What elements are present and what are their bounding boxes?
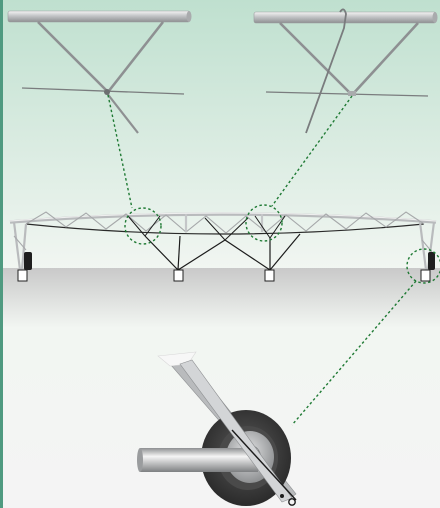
callout-leaders (107, 94, 440, 426)
detail-pipe-right-end (432, 12, 438, 23)
sky-background (0, 0, 440, 272)
tower-wheel-left (24, 252, 32, 270)
tower-right (418, 221, 436, 271)
detail-brace-left-a (37, 21, 109, 93)
span-truss-zigzag (25, 211, 425, 234)
tower-left (12, 221, 32, 271)
detail-pipe-left-end (186, 11, 192, 22)
span-vertical-posts (184, 214, 264, 232)
detail-pipe-left (7, 10, 191, 23)
detail-brace-right-b (351, 22, 419, 96)
ground-box-3 (264, 269, 275, 282)
detail-drop-left (105, 91, 139, 134)
detail-brace-right-a (279, 22, 353, 96)
leader-line-left (107, 94, 133, 209)
callout-circle-right (245, 204, 283, 242)
span-truss-branches (127, 215, 286, 241)
ground-box-1 (17, 269, 28, 282)
detail-hook-rod-right (305, 8, 347, 134)
callout-circle-left (124, 207, 162, 245)
detail-crossbar-left (21, 87, 185, 95)
ground-box-2 (173, 269, 184, 282)
span-top-chord-highlight (9, 212, 437, 222)
ground-boxes (17, 269, 431, 282)
upper-detail-left (7, 10, 192, 134)
irrigation-span (9, 211, 437, 282)
detail-joint-left (104, 89, 110, 95)
span-top-chord (9, 212, 437, 224)
wheel-detail-pipe-end (137, 448, 143, 472)
left-edge-stripe (0, 0, 3, 508)
upper-detail-right (253, 8, 438, 134)
wheel-detail (137, 351, 297, 506)
detail-joint-right (348, 91, 356, 96)
tower-wheel-right (428, 252, 435, 270)
detail-brace-left-b (106, 21, 165, 93)
wheel-detail-strut-front (179, 359, 293, 503)
span-lower-cable (25, 223, 425, 235)
detail-crossbar-right (265, 91, 429, 97)
callout-circle-wheel (406, 248, 440, 284)
leader-line-wheel (291, 280, 417, 426)
wheel-detail-pivot (288, 498, 296, 506)
wheel-detail-rod (231, 429, 297, 501)
wheel-detail-pipe (140, 448, 258, 472)
ground-box-4 (420, 269, 431, 282)
wheel-detail-bolt (280, 494, 284, 498)
